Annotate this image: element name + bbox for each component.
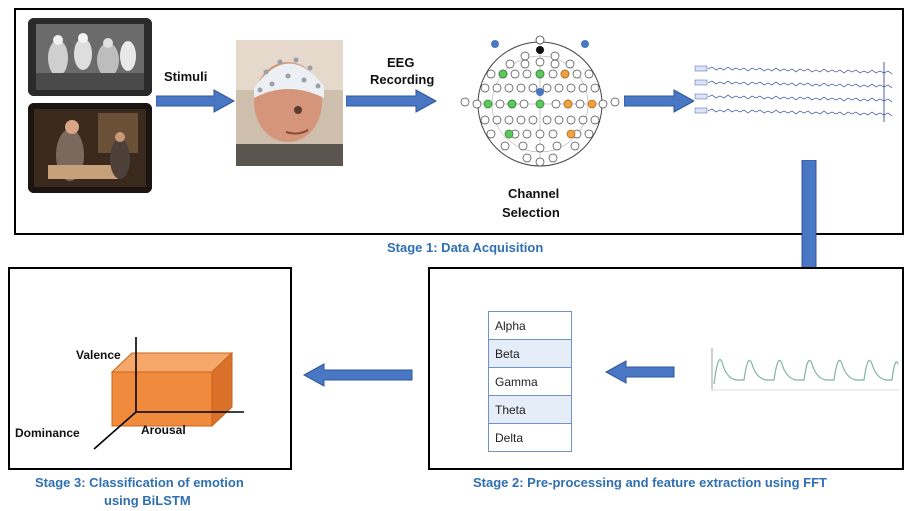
stage2-caption: Stage 2: Pre-processing and feature extr… [473, 475, 827, 490]
band-cell: Beta [488, 339, 572, 368]
band-row: Theta [488, 395, 572, 424]
filtered-waveform [711, 348, 900, 391]
stimulus-image-bottom [28, 103, 152, 193]
stimuli-arrow [156, 89, 236, 113]
electrode-map [460, 35, 620, 167]
stage2-left-arrow [604, 360, 675, 384]
band-row: Gamma [488, 367, 572, 396]
channel-label-line1: Channel [508, 186, 560, 201]
arousal-label: Arousal [141, 423, 186, 437]
valence-label: Valence [76, 348, 121, 362]
channel-label-line2: Selection [502, 205, 560, 220]
stage2-to-stage3-arrow [302, 363, 413, 387]
eeg-label-line2: Recording [370, 72, 435, 87]
electrode-grid [460, 51, 620, 167]
dominance-label: Dominance [15, 426, 80, 440]
selected-electrodes-orange [560, 69, 597, 139]
emotion-space-3d [93, 337, 244, 450]
stage3-caption-line2: using BiLSTM [104, 493, 191, 508]
band-row: Alpha [488, 311, 572, 340]
stimuli-label: Stimuli [164, 69, 208, 84]
eeg-label-line1: EEG [387, 55, 415, 70]
stage3-caption-line1: Stage 3: Classification of emotion [35, 475, 244, 490]
band-cell: Alpha [488, 311, 572, 340]
band-row: Beta [488, 339, 572, 368]
band-cell: Theta [488, 395, 572, 424]
stimulus-image-top [28, 18, 152, 96]
stage1-caption: Stage 1: Data Acquisition [387, 240, 544, 255]
to-signals-arrow [624, 89, 696, 113]
band-cell: Gamma [488, 367, 572, 396]
raw-eeg-signals [694, 60, 902, 124]
subject-eeg-photo [236, 40, 343, 166]
frequency-bands-table: Alpha Beta Gamma Theta Delta [488, 311, 572, 452]
band-row: Delta [488, 423, 572, 452]
band-cell: Delta [488, 423, 572, 452]
selected-electrodes-green [483, 69, 545, 139]
eeg-recording-arrow [346, 89, 438, 113]
